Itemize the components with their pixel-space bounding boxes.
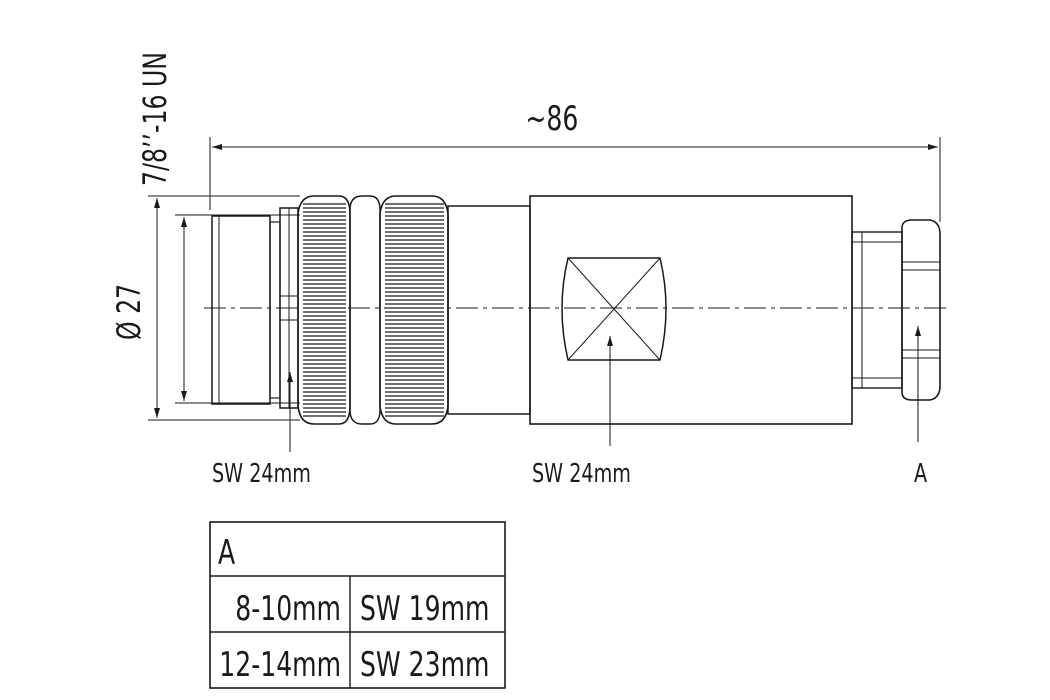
body-neck: [447, 205, 531, 415]
length-label: ~86: [525, 99, 578, 138]
table-header: A: [218, 533, 235, 572]
left-wrench-label: SW 24mm: [212, 458, 311, 489]
table-row-1-range: 8-10mm: [235, 589, 341, 628]
table-row-1-wrench: SW 19mm: [360, 589, 489, 628]
table-row-2-wrench: SW 23mm: [360, 645, 489, 684]
diameter-label: Ø 27: [110, 284, 147, 340]
middle-wrench-label: SW 24mm: [532, 458, 631, 489]
knurled-coupling-nut: [297, 195, 449, 425]
length-dimension: ~86: [209, 99, 941, 222]
thread-label: 7/8’’-16 UN: [136, 52, 173, 186]
front-thread-section: [211, 207, 299, 409]
callout-leaders: [287, 326, 921, 452]
rear-cable-nut: [851, 219, 941, 401]
diameter-dimension: Ø 27: [110, 195, 300, 421]
right-ref-label: A: [914, 458, 927, 489]
table-row-2-range: 12-14mm: [219, 645, 341, 684]
cable-range-table: [209, 521, 506, 689]
main-housing: [529, 195, 853, 425]
